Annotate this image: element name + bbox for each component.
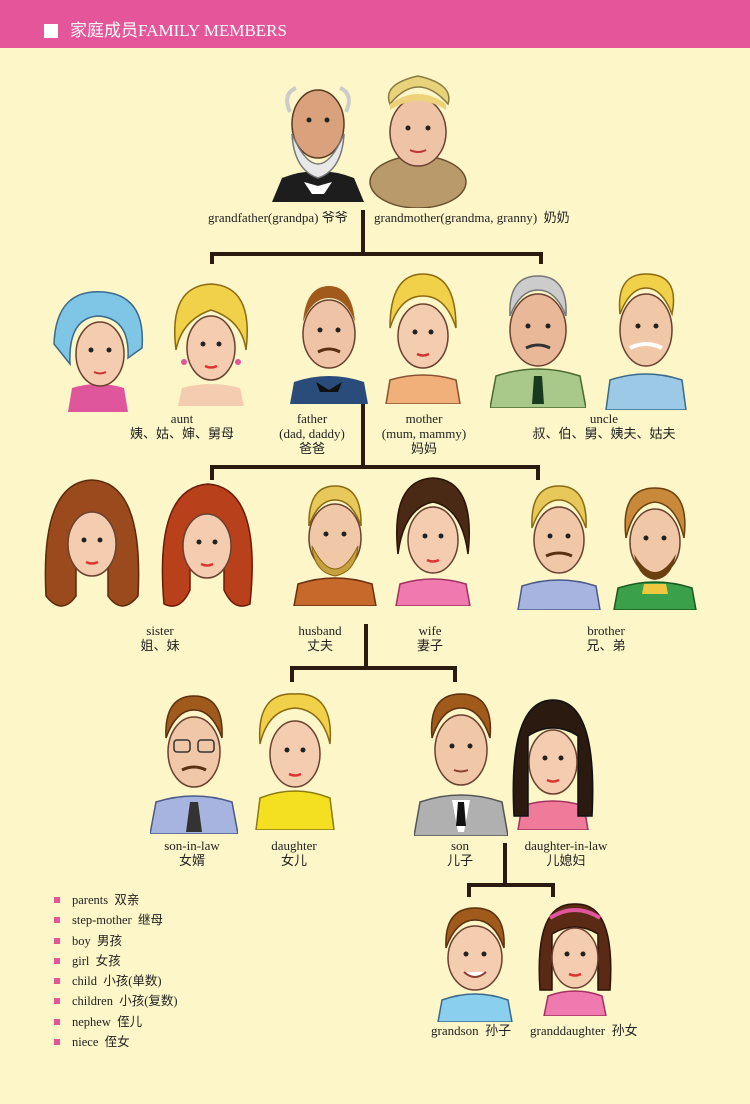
list-item: step-mother 继母 — [52, 910, 178, 930]
daughter-portrait — [255, 693, 335, 830]
aunt-2-portrait — [174, 283, 248, 406]
mother-portrait — [385, 273, 461, 404]
grandson-portrait — [437, 907, 513, 1022]
grandfather-label: grandfather(grandpa) 爷爷 — [208, 210, 348, 225]
list-item: boy 男孩 — [52, 931, 178, 951]
father-label: father(dad, daddy)爸爸 — [279, 411, 345, 456]
mother-label: mother(mum, mammy)妈妈 — [381, 411, 467, 456]
header-square-icon — [44, 24, 58, 38]
list-item: girl 女孩 — [52, 951, 178, 971]
page-header: 家庭成员FAMILY MEMBERS — [0, 0, 750, 48]
list-item: parents 双亲 — [52, 890, 178, 910]
brother-2-portrait — [613, 487, 697, 610]
grandmother-label: grandmother(grandma, granny) 奶奶 — [374, 210, 570, 225]
grandfather-portrait — [272, 86, 364, 202]
aunt-1-portrait — [53, 291, 144, 412]
sister-1-portrait — [44, 479, 140, 607]
daughter-in-law-portrait — [512, 699, 594, 830]
list-item: nephew 侄儿 — [52, 1012, 178, 1032]
wife-portrait — [395, 477, 471, 606]
son-in-law-portrait — [150, 695, 238, 834]
list-item: niece 侄女 — [52, 1032, 178, 1052]
list-item: children 小孩(复数) — [52, 991, 178, 1011]
page-title: 家庭成员FAMILY MEMBERS — [70, 21, 287, 40]
list-item: child 小孩(单数) — [52, 971, 178, 991]
grandson-label: grandson 孙子 — [431, 1023, 512, 1038]
granddaughter-label: granddaughter 孙女 — [530, 1023, 638, 1038]
brother-1-portrait — [517, 485, 601, 610]
uncle-2-portrait — [605, 273, 687, 410]
vocabulary-list: parents 双亲 step-mother 继母 boy 男孩 girl 女孩… — [52, 890, 178, 1052]
husband-portrait — [293, 485, 377, 606]
uncle-1-portrait — [490, 275, 586, 408]
granddaughter-portrait — [538, 903, 612, 1016]
sister-2-portrait — [161, 483, 253, 607]
grandmother-portrait — [369, 75, 467, 208]
father-portrait — [290, 286, 368, 404]
son-portrait — [414, 693, 508, 836]
